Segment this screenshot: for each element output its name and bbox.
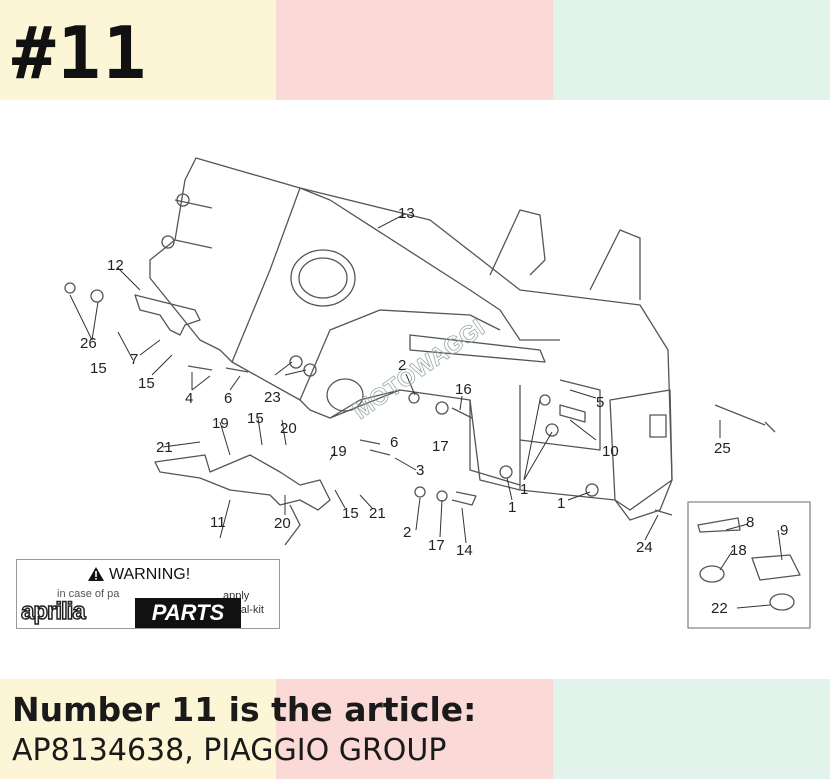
callout-19: 19 — [330, 443, 347, 460]
callout-12: 12 — [107, 257, 124, 274]
header-band-pink — [276, 0, 553, 100]
caption-article: AP8134638, PIAGGIO GROUP — [12, 733, 447, 768]
callout-10: 10 — [602, 443, 619, 460]
callout-3: 3 — [416, 462, 424, 479]
callout-6: 6 — [390, 434, 398, 451]
callout-6: 6 — [224, 390, 232, 407]
callout-26: 26 — [80, 335, 97, 352]
callout-23: 23 — [264, 389, 281, 406]
callout-22: 22 — [711, 600, 728, 617]
callout-1: 1 — [508, 499, 516, 516]
callout-1: 1 — [557, 495, 565, 512]
bolt-25 — [714, 404, 776, 433]
bracket-11 — [154, 454, 331, 511]
aprilia-logo: aprilia — [20, 597, 86, 626]
callout-19: 19 — [212, 415, 229, 432]
callout-2: 2 — [398, 357, 406, 374]
header-band — [0, 0, 830, 100]
part-18 — [699, 565, 725, 583]
caption-band-yellow — [0, 679, 276, 779]
inset-box — [687, 501, 811, 629]
caption-band-green — [553, 679, 830, 779]
bracket-12 — [134, 294, 201, 336]
callout-5: 5 — [596, 394, 604, 411]
callout-15: 15 — [138, 375, 155, 392]
part-22 — [769, 593, 795, 611]
part-8 — [697, 517, 741, 533]
watermark: MOTOWAGGI — [348, 314, 490, 425]
warning-triangle-icon — [88, 567, 104, 581]
parts-logo: PARTS — [135, 598, 241, 628]
callout-21: 21 — [369, 505, 386, 522]
callout-14: 14 — [456, 542, 473, 559]
warning-text-left: in case of pa — [57, 588, 120, 600]
warning-decal: WARNING! in case of pa apply decal-kit a… — [16, 559, 280, 629]
callout-25: 25 — [714, 440, 731, 457]
warning-title: WARNING! — [109, 566, 191, 583]
callout-8: 8 — [746, 514, 754, 531]
callout-21: 21 — [156, 439, 173, 456]
callout-20: 20 — [280, 420, 297, 437]
callout-13: 13 — [398, 205, 415, 222]
callout-2: 2 — [403, 524, 411, 541]
frame-cutout — [290, 249, 356, 307]
callout-17: 17 — [432, 438, 449, 455]
callout-7: 7 — [130, 351, 138, 368]
exploded-parts-diagram: MOTOWAGGI 13 12 26 7 15 15 4 6 23 2 16 5… — [64, 157, 811, 629]
callout-17: 17 — [428, 537, 445, 554]
callout-1: 1 — [520, 481, 528, 498]
callout-18: 18 — [730, 542, 747, 559]
callout-4: 4 — [185, 390, 193, 407]
callout-15: 15 — [342, 505, 359, 522]
caption-band — [0, 679, 830, 779]
callout-15: 15 — [90, 360, 107, 377]
callout-24: 24 — [636, 539, 653, 556]
header-band-yellow — [0, 0, 276, 100]
part-9 — [751, 554, 801, 581]
callout-20: 20 — [274, 515, 291, 532]
callout-15: 15 — [247, 410, 264, 427]
caption-band-pink — [276, 679, 553, 779]
callout-9: 9 — [780, 522, 788, 539]
caption-heading: Number 11 is the article: — [12, 690, 477, 729]
callout-11: 11 — [210, 514, 226, 531]
part-number-title: #11 — [12, 11, 149, 95]
callout-16: 16 — [455, 381, 472, 398]
header-band-green — [553, 0, 830, 100]
